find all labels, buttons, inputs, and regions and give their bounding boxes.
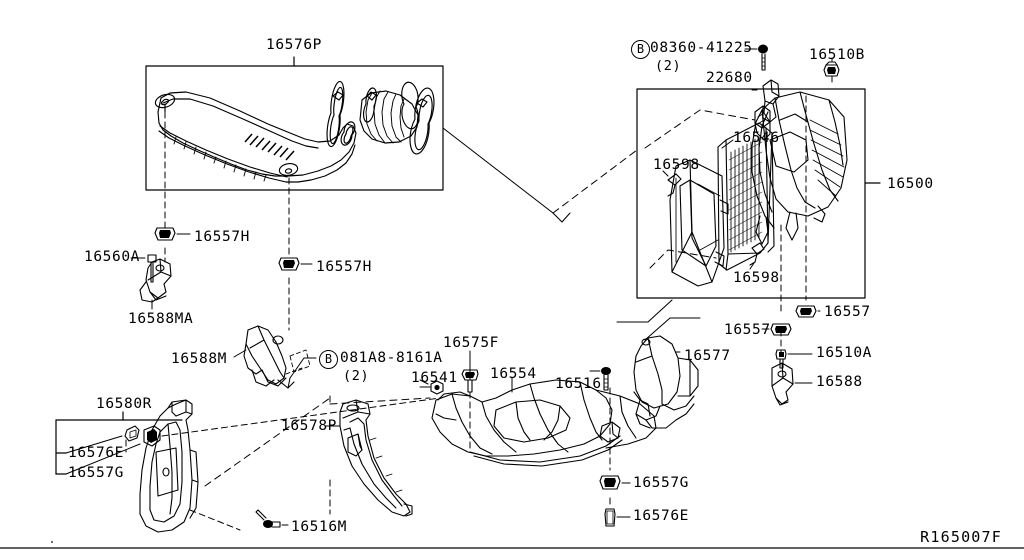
callout-16588: 16588 xyxy=(816,374,863,390)
part-16557h-grommet-right xyxy=(278,257,300,271)
callout-08360-41225-qty: (2) xyxy=(655,58,682,74)
callout-16554: 16554 xyxy=(490,366,537,382)
leader-081a8 xyxy=(287,357,317,389)
part-16576p-air-duct xyxy=(154,80,435,183)
callout-16546: 16546 xyxy=(733,130,780,146)
callout-16557h-right: 16557H xyxy=(316,259,372,275)
part-08360-41225-bolt xyxy=(758,44,768,71)
leader-16577-to-box xyxy=(616,299,701,341)
part-16576e-bushing-lower xyxy=(604,508,616,527)
part-16557-grommet-center xyxy=(770,323,792,336)
callout-22680: 22680 xyxy=(706,70,753,86)
callout-16516: 16516 xyxy=(555,376,602,392)
callout-16560a: 16560A xyxy=(84,249,140,265)
part-16516m-bolt xyxy=(255,509,281,528)
sheet-dot xyxy=(51,541,53,543)
part-16510b-grommet xyxy=(823,61,840,77)
drawing-number: R165007F xyxy=(920,528,1002,546)
callout-16500: 16500 xyxy=(887,176,934,192)
leader-16576p-to-center xyxy=(442,127,554,214)
part-16557g-grommet-lower xyxy=(599,475,621,490)
callout-16598-upper: 16598 xyxy=(653,157,700,173)
callout-16557-right: 16557 xyxy=(824,304,871,320)
part-16516-bolt xyxy=(601,367,611,391)
callout-16557g-lower: 16557G xyxy=(633,475,689,491)
callout-16588ma: 16588MA xyxy=(128,311,194,327)
part-16557h-grommet-left xyxy=(154,227,176,241)
exploded-leaders-16500 xyxy=(552,109,756,269)
part-16576e-bushing-left xyxy=(124,425,140,442)
badge-b-lower: B xyxy=(319,350,338,369)
part-16598-clip-lower xyxy=(749,242,765,270)
part-16557-grommet-right xyxy=(795,305,817,318)
center-vertex-leaders xyxy=(552,212,571,223)
part-16554-inlet-duct xyxy=(431,379,657,467)
callout-08360-41225: 08360-41225 xyxy=(650,40,753,56)
group-box-16576p xyxy=(145,56,444,191)
part-16510a-grommet xyxy=(775,349,787,369)
part-16500-air-cleaner-body xyxy=(751,91,848,245)
callout-16598-lower: 16598 xyxy=(733,270,780,286)
callout-081a8-8161a: 081A8-8161A xyxy=(340,350,443,366)
callout-16510a: 16510A xyxy=(816,345,872,361)
leader-16546 xyxy=(721,139,734,149)
part-16588-bracket xyxy=(771,362,794,406)
part-16588m-bracket xyxy=(243,325,311,389)
callout-16516m: 16516M xyxy=(291,519,347,535)
callout-16557-left: 16557 xyxy=(724,322,771,338)
callout-081a8-8161a-qty: (2) xyxy=(343,368,370,384)
callout-16575f: 16575F xyxy=(443,335,499,351)
callout-16510b: 16510B xyxy=(809,47,865,63)
part-16577-duct xyxy=(633,335,699,429)
callout-16577: 16577 xyxy=(684,348,731,364)
callout-16541: 16541 xyxy=(411,370,458,386)
part-16500-lower-tray xyxy=(669,159,729,287)
part-16546-filter-element xyxy=(717,122,775,271)
callout-16578p: 16578P xyxy=(281,418,337,434)
part-16598-clip-upper xyxy=(662,170,682,197)
callout-16576e-left: 16576E xyxy=(68,445,124,461)
part-16578p-duct xyxy=(339,399,413,517)
badge-b-upper: B xyxy=(631,40,650,59)
callout-16588m: 16588M xyxy=(171,351,227,367)
callout-16557g-left: 16557G xyxy=(68,465,124,481)
assembly-axis-16580r xyxy=(161,397,441,531)
part-16588ma-bracket xyxy=(139,258,172,303)
leader-16588m xyxy=(233,349,247,358)
group-box-16500 xyxy=(636,88,881,299)
assembly-axis-lines xyxy=(125,95,807,515)
part-16541-nut xyxy=(430,380,444,395)
callout-16557h-left: 16557H xyxy=(194,229,250,245)
part-16557g-grommet-left xyxy=(143,425,161,447)
callout-16580r: 16580R xyxy=(96,396,152,412)
part-22680-maf-sensor xyxy=(754,79,780,141)
callout-16576p: 16576P xyxy=(266,37,322,53)
leader-dashed-16578p xyxy=(204,397,431,487)
callout-16576e-lower: 16576E xyxy=(633,508,689,524)
part-16575f-grommet xyxy=(461,369,479,393)
